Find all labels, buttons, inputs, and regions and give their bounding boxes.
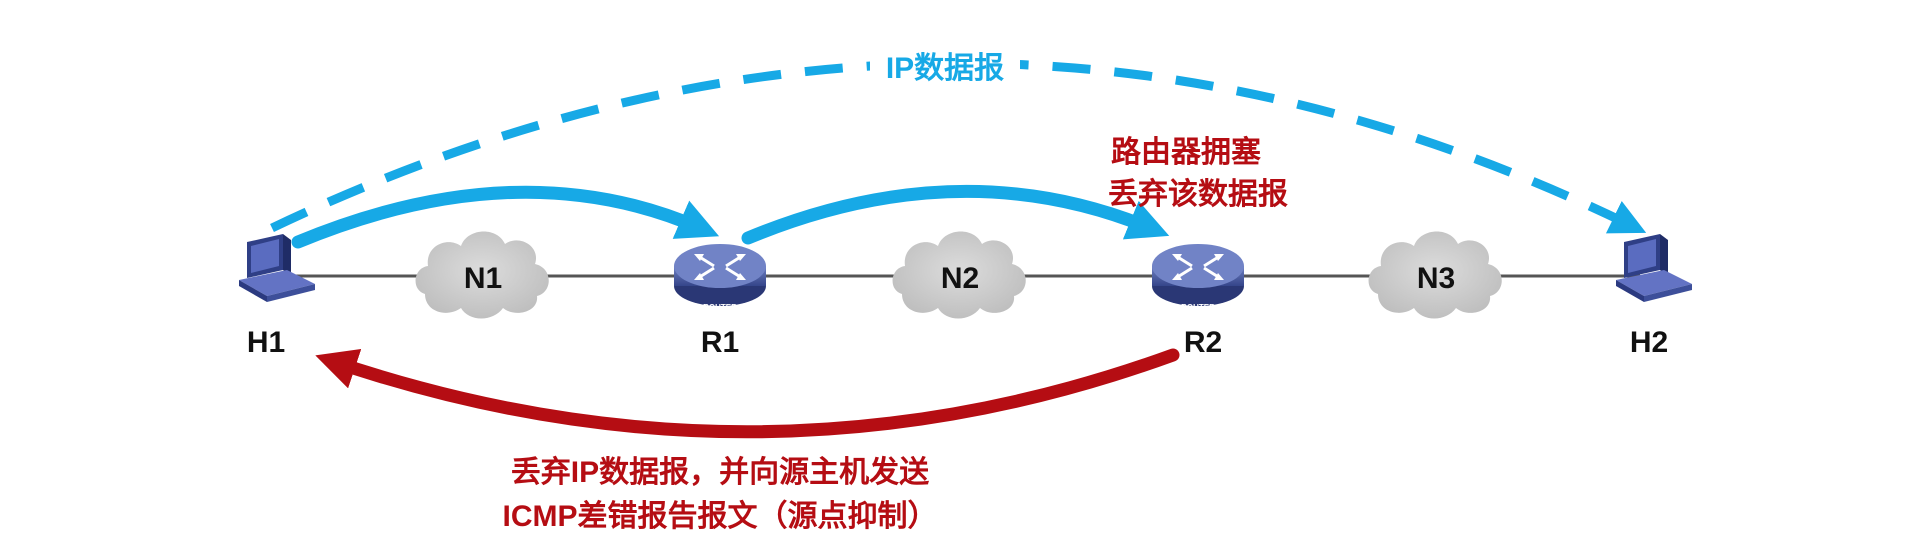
cloud-icon	[1368, 231, 1502, 319]
host-label-h1: H1	[247, 326, 285, 359]
network-label-n2: N2	[941, 262, 979, 295]
computer-icon	[239, 234, 315, 302]
router-badge: ROUTER	[703, 303, 737, 312]
network-label-n3: N3	[1417, 262, 1455, 295]
icmp-return-arrow	[315, 348, 1180, 439]
ip-datagram-label: IP数据报	[886, 52, 1004, 85]
label-backdrop	[870, 44, 1020, 90]
router-label-r1: R1	[701, 326, 739, 359]
congestion-label-line2: 丢弃该数据报	[1108, 177, 1288, 211]
cloud-icon	[892, 231, 1026, 319]
computer-icon	[1616, 234, 1692, 302]
hop-arrow-h1-r1	[291, 185, 720, 249]
network-label-n1: N1	[464, 262, 502, 295]
host-label-h2: H2	[1630, 326, 1668, 359]
congestion-label-line1: 路由器拥塞	[1111, 135, 1261, 169]
icmp-label-line1: 丢弃IP数据报，并向源主机发送	[511, 455, 929, 489]
router-icon: ROUTER	[1152, 244, 1244, 312]
hop-arrow-r1-r2	[741, 184, 1170, 245]
router-icon: ROUTER	[674, 244, 766, 312]
router-badge: ROUTER	[1181, 303, 1215, 312]
cloud-icon	[415, 231, 549, 319]
router-label-r2: R2	[1184, 326, 1222, 359]
icmp-label-line2: ICMP差错报告报文（源点抑制）	[503, 499, 938, 533]
